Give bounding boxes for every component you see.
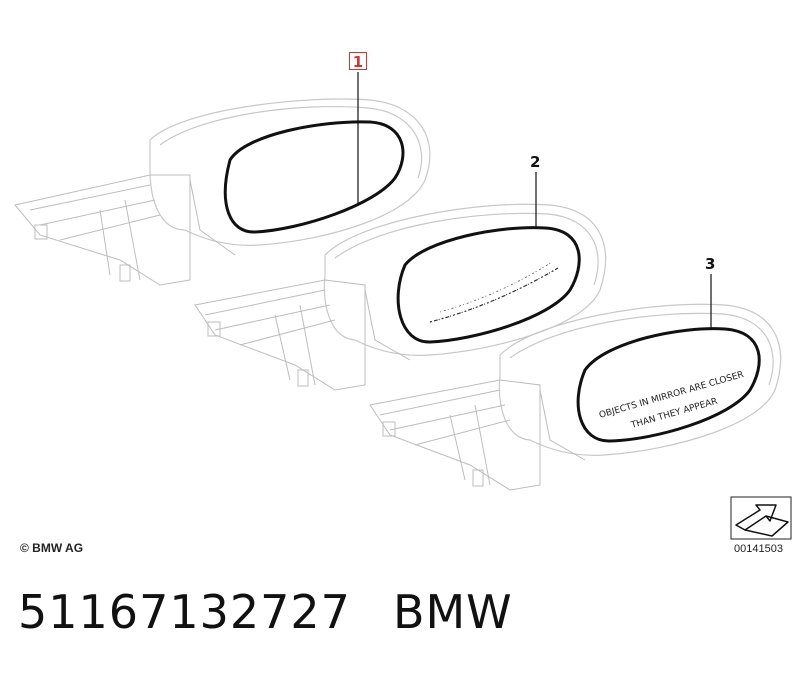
mirror-1 [14, 98, 431, 286]
footer-caption: 51167132727 BMW [18, 585, 513, 639]
mirror-1-housing [149, 98, 431, 246]
mirror-2-bracket [194, 279, 411, 391]
callout-3[interactable]: 3 [705, 255, 716, 273]
mirror-3-bracket [369, 379, 586, 491]
mirror-3-glass [576, 327, 761, 443]
brand-name: BMW [392, 585, 513, 639]
callout-1[interactable]: 1 [349, 52, 367, 71]
mirror-2-glass [396, 226, 581, 344]
part-number: 51167132727 [18, 585, 351, 639]
mirror-1-bracket [14, 174, 236, 286]
arrow-logo-icon [730, 496, 792, 540]
copyright-notice: © BMW AG [20, 541, 84, 555]
mirror-2 [194, 203, 607, 391]
mirror-3: OBJECTS IN MIRROR ARE CLOSER THAN THEY A… [369, 303, 782, 491]
mirror-3-housing [498, 303, 782, 456]
diagram-id: 00141503 [734, 543, 783, 555]
mirror-2-script-text [429, 261, 559, 323]
mirror-1-glass [223, 120, 405, 234]
mirror-2-housing [323, 203, 607, 356]
callout-2[interactable]: 2 [530, 153, 541, 171]
